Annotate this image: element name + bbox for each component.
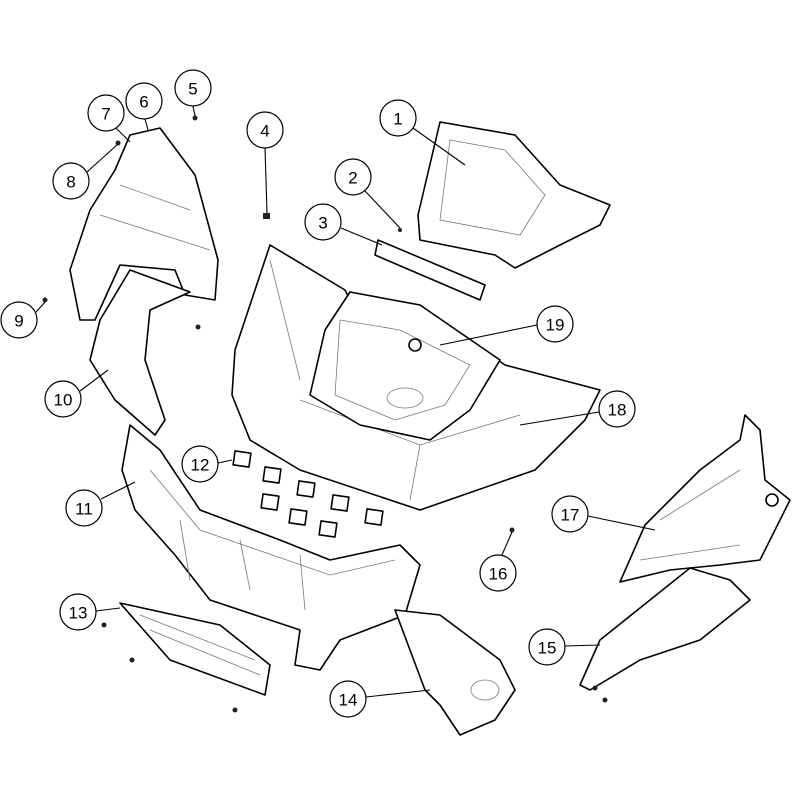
callout-circle: [528, 628, 566, 666]
callout-number: 18: [608, 401, 627, 420]
part-bracket: [374, 239, 486, 301]
callout-2: 2: [334, 158, 372, 196]
callout-8: 8: [52, 162, 90, 200]
part-storage-frame: [309, 291, 501, 441]
part-foam-pads: [232, 450, 384, 538]
callout-16: 16: [479, 554, 517, 592]
callout-circle: [334, 158, 372, 196]
callout-number: 4: [260, 122, 269, 141]
part-front-bumper: [121, 424, 421, 671]
callout-circle: [44, 380, 82, 418]
callout-circle: [65, 489, 103, 527]
callout-number: 11: [75, 500, 93, 519]
callout-circle: [246, 111, 284, 149]
callout-15: 15: [528, 628, 566, 666]
callout-19: 19: [536, 305, 574, 343]
callout-9: 9: [0, 301, 38, 339]
callout-number: 19: [546, 316, 565, 335]
fasteners: [42, 115, 608, 713]
callout-number: 8: [66, 173, 75, 192]
callout-circle: [379, 99, 417, 137]
callout-circle: [125, 82, 163, 120]
callout-3: 3: [304, 203, 342, 241]
callout-17: 17: [551, 495, 589, 533]
part-right-fender-liner: [579, 567, 751, 691]
callout-14: 14: [329, 680, 367, 718]
callout-18: 18: [598, 390, 636, 428]
callout-circle: [59, 593, 97, 631]
callout-number: 10: [54, 391, 73, 410]
callout-circle: [174, 69, 212, 107]
callout-6: 6: [125, 82, 163, 120]
leader-lines: [35, 105, 656, 698]
part-grille: [119, 602, 271, 696]
part-headlight-pod-cover: [417, 121, 611, 269]
callout-number: 16: [489, 565, 508, 584]
callout-number: 7: [101, 105, 110, 124]
callout-circle: [304, 203, 342, 241]
callout-4: 4: [246, 111, 284, 149]
callout-number: 1: [393, 110, 402, 129]
callout-number: 3: [318, 214, 327, 233]
callout-circle: [87, 94, 125, 132]
part-right-fender: [619, 414, 791, 583]
callout-11: 11: [65, 489, 103, 527]
callout-circle: [551, 495, 589, 533]
callout-5: 5: [174, 69, 212, 107]
callout-circle: [52, 162, 90, 200]
callout-12: 12: [181, 445, 219, 483]
callout-number: 12: [191, 456, 210, 475]
callout-number: 2: [348, 169, 357, 188]
callout-circle: [181, 445, 219, 483]
callout-1: 1: [379, 99, 417, 137]
part-lower-panel: [394, 609, 516, 736]
callout-number: 14: [339, 691, 358, 710]
part-left-fender-liner: [89, 269, 191, 436]
callout-13: 13: [59, 593, 97, 631]
callout-number: 9: [14, 312, 23, 331]
callout-circle: [329, 680, 367, 718]
callout-circle: [536, 305, 574, 343]
part-left-fender: [69, 127, 219, 321]
callout-number: 13: [69, 604, 88, 623]
callout-7: 7: [87, 94, 125, 132]
callout-number: 5: [188, 80, 197, 99]
callout-number: 17: [561, 506, 580, 525]
callout-number: 6: [139, 93, 148, 112]
callout-circle: [0, 301, 38, 339]
callout-number: 15: [538, 639, 557, 658]
callout-circle: [479, 554, 517, 592]
callout-circle: [598, 390, 636, 428]
callout-10: 10: [44, 380, 82, 418]
